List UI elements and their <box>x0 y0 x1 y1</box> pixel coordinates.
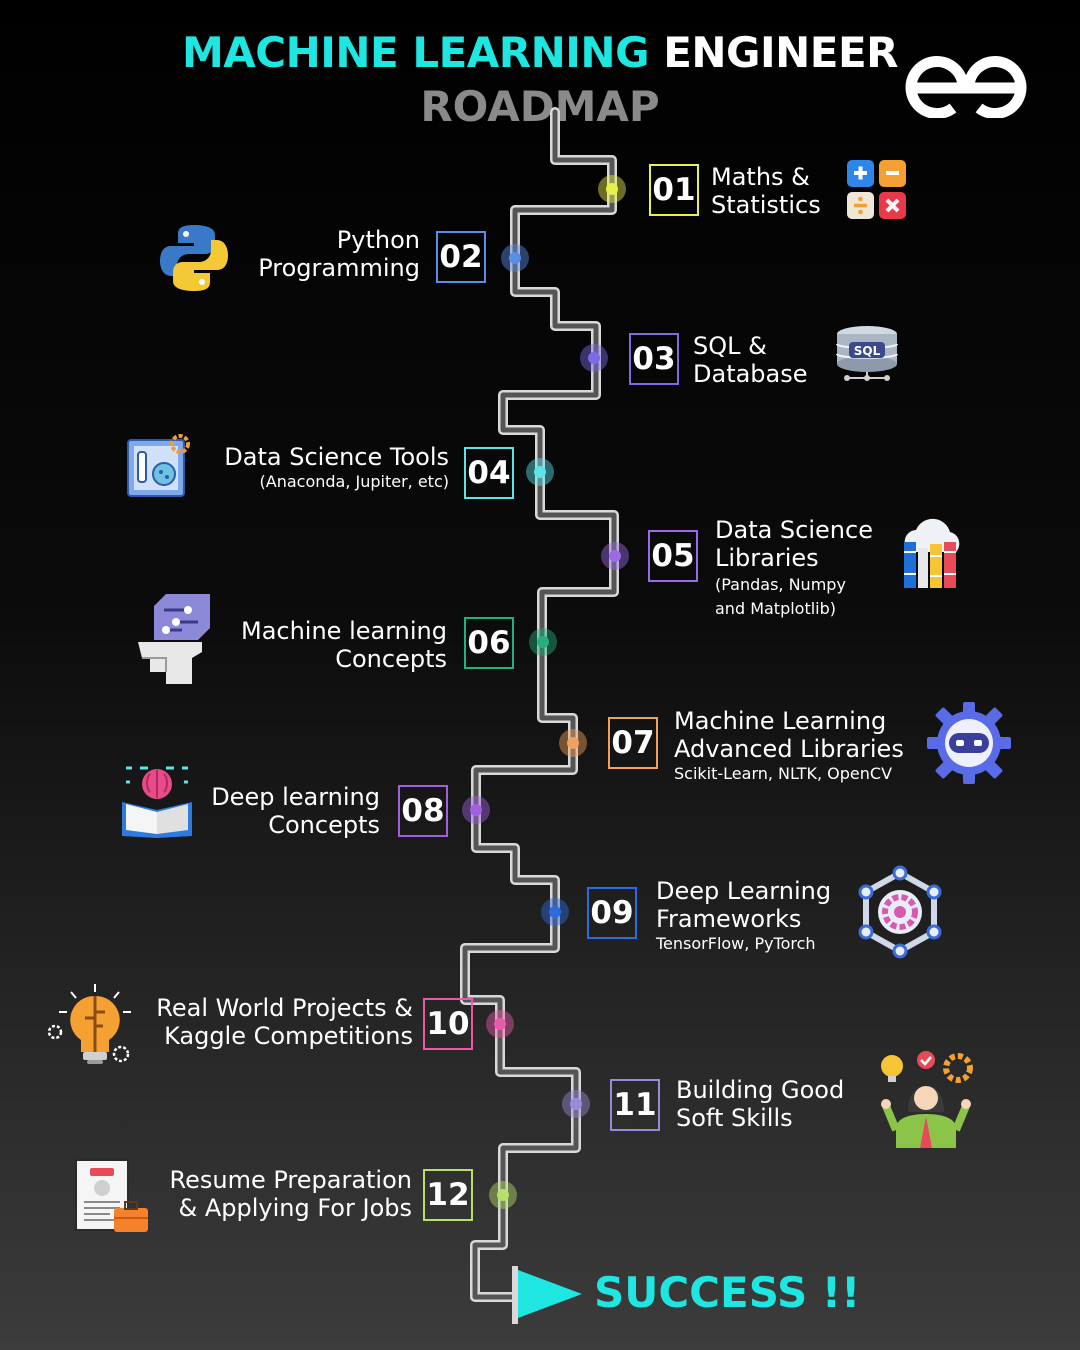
step-09-label: Deep Learning Frameworks TensorFlow, PyT… <box>656 877 831 955</box>
step-06-dot <box>537 636 549 648</box>
gfg-logo-icon <box>905 56 1027 118</box>
step-11-line2: Soft Skills <box>676 1104 793 1132</box>
ai-head-icon <box>138 594 210 684</box>
finish-flag-icon <box>512 1266 582 1324</box>
step-06-badge: 06 <box>464 617 514 669</box>
step-05-dot <box>609 550 621 562</box>
step-08-dot <box>470 804 482 816</box>
cloud-library-icon <box>904 518 960 588</box>
step-12-line2: & Applying For Jobs <box>178 1194 412 1222</box>
step-09-note: TensorFlow, PyTorch <box>656 934 816 953</box>
step-05-note2: and Matplotlib) <box>715 599 837 618</box>
step-10-line2: Kaggle Competitions <box>164 1022 413 1050</box>
step-12-dot <box>497 1189 509 1201</box>
step-11-badge: 11 <box>610 1079 660 1131</box>
network-gear-icon <box>858 865 942 959</box>
step-10-line1: Real World Projects & <box>156 994 413 1022</box>
step-10-badge: 10 <box>423 998 473 1050</box>
step-02-line2: Programming <box>258 254 420 282</box>
person-skills-icon <box>881 1051 973 1148</box>
step-07-badge: 07 <box>608 717 658 769</box>
step-11-line1: Building Good <box>676 1076 845 1104</box>
step-06-line2: Concepts <box>335 645 447 673</box>
step-05-label: Data Science Libraries (Pandas, Numpy an… <box>715 516 873 620</box>
step-03-line2: Database <box>693 360 808 388</box>
step-04-label: Data Science Tools (Anaconda, Jupiter, e… <box>224 443 449 493</box>
step-01-line1: Maths & <box>711 163 810 191</box>
step-04-line1: Data Science Tools <box>224 443 449 471</box>
step-09-dot <box>549 906 561 918</box>
step-05-note: (Pandas, Numpy <box>715 575 846 594</box>
step-08-badge: 08 <box>398 785 448 837</box>
step-01-line2: Statistics <box>711 191 821 219</box>
math-operators-icon <box>847 160 906 219</box>
step-01-dot <box>606 183 618 195</box>
page-title: MACHINE LEARNING ENGINEER <box>0 28 1080 77</box>
step-12-badge: 12 <box>423 1169 473 1221</box>
step-12-line1: Resume Preparation <box>169 1166 413 1194</box>
step-11-label: Building Good Soft Skills <box>676 1076 844 1132</box>
step-01-badge: 01 <box>649 164 699 216</box>
step-07-dot <box>567 737 579 749</box>
step-02-line1: Python <box>336 226 420 254</box>
step-04-badge: 04 <box>464 447 514 499</box>
step-10-label: Real World Projects & Kaggle Competition… <box>156 994 413 1050</box>
lightbulb-idea-icon <box>47 984 131 1064</box>
lab-tools-icon <box>127 434 190 497</box>
step-07-label: Machine Learning Advanced Libraries Scik… <box>674 707 904 785</box>
step-08-line1: Deep learning <box>211 783 380 811</box>
step-03-label: SQL & Database <box>693 332 808 388</box>
step-04-dot <box>534 466 546 478</box>
title-part-1: MACHINE LEARNING <box>181 28 650 77</box>
step-10-dot <box>494 1018 506 1030</box>
python-logo-icon <box>160 225 228 291</box>
brain-book-icon <box>122 766 192 838</box>
step-06-label: Machine learning Concepts <box>241 617 447 673</box>
step-05-line1: Data Science <box>715 516 873 544</box>
step-02-dot <box>509 252 521 264</box>
step-05-line2: Libraries <box>715 544 819 572</box>
step-09-badge: 09 <box>587 887 637 939</box>
step-03-badge: 03 <box>629 333 679 385</box>
robot-gear-icon <box>927 702 1011 784</box>
step-07-note: Scikit-Learn, NLTK, OpenCV <box>674 764 893 783</box>
step-08-line2: Concepts <box>268 811 380 839</box>
step-05-badge: 05 <box>648 530 698 582</box>
step-07-line2: Advanced Libraries <box>674 735 904 763</box>
sql-database-icon: SQL <box>836 326 898 381</box>
step-03-line1: SQL & <box>693 332 767 360</box>
step-12-label: Resume Preparation & Applying For Jobs <box>170 1166 413 1222</box>
step-01-label: Maths & Statistics <box>711 163 821 219</box>
title-part-2: ENGINEER <box>663 28 899 77</box>
step-11-dot <box>570 1098 582 1110</box>
step-09-line2: Frameworks <box>656 905 802 933</box>
step-02-label: Python Programming <box>258 226 420 282</box>
page-subtitle: ROADMAP <box>420 82 660 131</box>
resume-briefcase-icon <box>75 1159 148 1232</box>
success-label: SUCCESS !! <box>594 1268 861 1317</box>
svg-text:SQL: SQL <box>854 344 881 358</box>
step-07-line1: Machine Learning <box>674 707 887 735</box>
step-09-line1: Deep Learning <box>656 877 832 905</box>
step-06-line1: Machine learning <box>240 617 447 645</box>
step-04-note: (Anaconda, Jupiter, etc) <box>259 472 449 491</box>
step-03-dot <box>588 352 600 364</box>
step-02-badge: 02 <box>436 231 486 283</box>
step-08-label: Deep learning Concepts <box>211 783 380 839</box>
